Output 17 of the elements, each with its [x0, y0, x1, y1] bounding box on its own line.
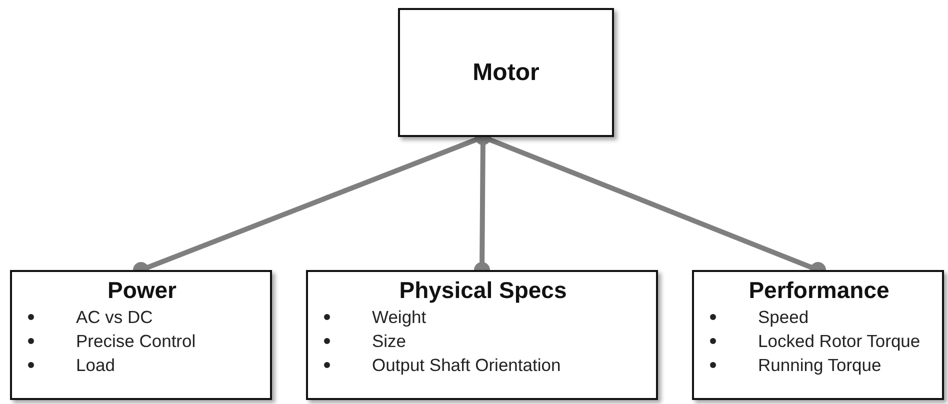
box-heading: Physical Specs — [398, 276, 568, 305]
bullet-item: Output Shaft Orientation — [372, 354, 561, 377]
bullet-item: Speed — [758, 306, 809, 329]
bullet-item: Precise Control — [76, 330, 196, 353]
root-box — [398, 8, 614, 137]
bullet-item: Size — [372, 330, 406, 353]
box-heading: Motor — [472, 58, 540, 88]
bullet-item: Weight — [372, 306, 426, 329]
category-box — [306, 270, 658, 400]
category-box — [10, 270, 272, 400]
bullet-item: Locked Rotor Torque — [758, 330, 920, 353]
bullet-item: AC vs DC — [76, 306, 153, 329]
bullet-item: Load — [76, 354, 115, 377]
box-heading: Performance — [748, 276, 890, 305]
box-heading: Power — [106, 276, 178, 305]
category-box — [692, 270, 944, 400]
bullet-item: Running Torque — [758, 354, 882, 377]
